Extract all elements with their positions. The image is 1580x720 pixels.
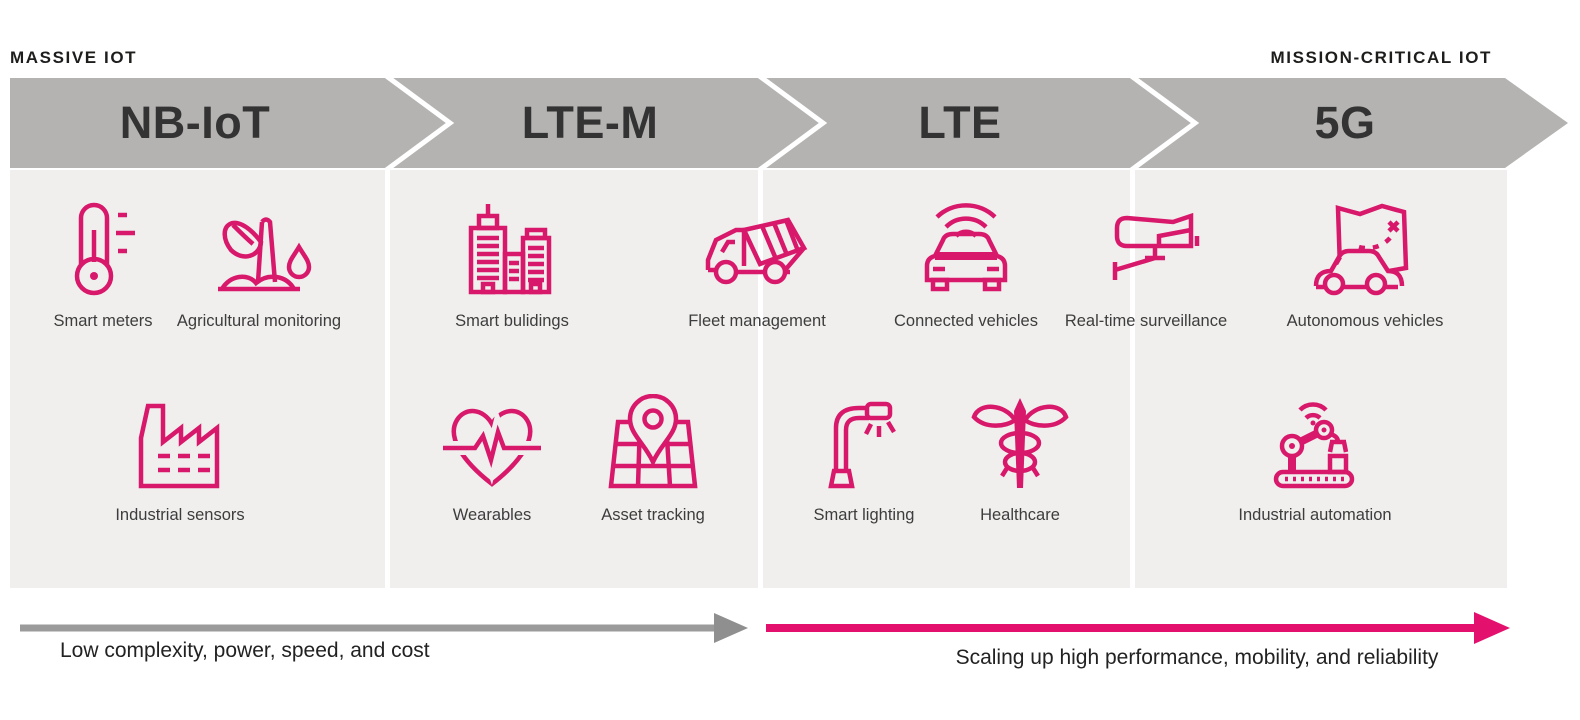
usecase-label: Fleet management [688, 312, 826, 330]
mission-critical-iot-label: MISSION-CRITICAL IOT [1270, 48, 1492, 67]
usecase-label: Asset tracking [601, 506, 705, 524]
usecase-label: Healthcare [980, 506, 1060, 524]
usecase-real-time-surveillance: Real-time surveillance [1041, 200, 1251, 331]
banner-segment-5g: 5G [1314, 97, 1376, 148]
panel-divider-2 [758, 170, 763, 588]
banner-segment-lte-m: LTE-M [521, 97, 659, 148]
usecase-label: Industrial sensors [115, 506, 245, 524]
usecase-autonomous-vehicles: Autonomous vehicles [1260, 200, 1470, 331]
car-wifi-icon [861, 200, 1071, 304]
caduceus-icon [915, 394, 1125, 498]
map-pin-icon [548, 394, 758, 498]
high-performance-caption: Scaling up high performance, mobility, a… [955, 646, 1439, 669]
usecase-asset-tracking: Asset tracking [548, 394, 758, 525]
usecase-label: Autonomous vehicles [1286, 312, 1444, 330]
usecase-label: Connected vehicles [893, 312, 1038, 330]
banner-segment-nb-iot: NB-IoT [119, 97, 271, 148]
usecase-label: Industrial automation [1238, 506, 1392, 524]
usecase-fleet-management: Fleet management [652, 200, 862, 331]
thermometer-icon [0, 200, 208, 304]
usecase-label: Agricultural monitoring [176, 312, 342, 330]
buildings-icon [407, 200, 617, 304]
panel-divider-1 [385, 170, 390, 588]
heart-pulse-icon [387, 394, 597, 498]
usecase-label: Smart lighting [813, 506, 915, 524]
usecase-industrial-automation: Industrial automation [1210, 394, 1420, 525]
panel-divider-3 [1130, 170, 1135, 588]
robot-arm-icon [1210, 394, 1420, 498]
usecase-label: Real-time surveillance [1064, 312, 1228, 330]
usecase-wearables: Wearables [387, 394, 597, 525]
low-complexity-arrow [20, 613, 748, 643]
cctv-camera-icon [1041, 200, 1251, 304]
usecase-label: Wearables [452, 506, 532, 524]
low-complexity-caption: Low complexity, power, speed, and cost [60, 639, 430, 662]
car-map-icon [1260, 200, 1470, 304]
usecase-industrial-sensors: Industrial sensors [75, 394, 285, 525]
garbage-truck-icon [652, 200, 862, 304]
technology-banner-arrow [10, 78, 1568, 168]
high-performance-arrow [766, 612, 1510, 644]
usecase-label: Smart meters [53, 312, 153, 330]
usecase-label: Smart bulidings [455, 312, 569, 330]
usecase-smart-buildings: Smart bulidings [407, 200, 617, 331]
usecase-smart-meters: Smart meters [0, 200, 208, 331]
usecase-connected-vehicles: Connected vehicles [861, 200, 1071, 331]
street-lamp-icon [759, 394, 969, 498]
usecase-agricultural-monitoring: Agricultural monitoring [154, 200, 364, 331]
usecase-healthcare: Healthcare [915, 394, 1125, 525]
banner-segment-lte: LTE [918, 97, 1002, 148]
massive-iot-label: MASSIVE IOT [10, 48, 138, 67]
plant-droplet-icon [154, 200, 364, 304]
factory-icon [75, 394, 285, 498]
usecase-smart-lighting: Smart lighting [759, 394, 969, 525]
